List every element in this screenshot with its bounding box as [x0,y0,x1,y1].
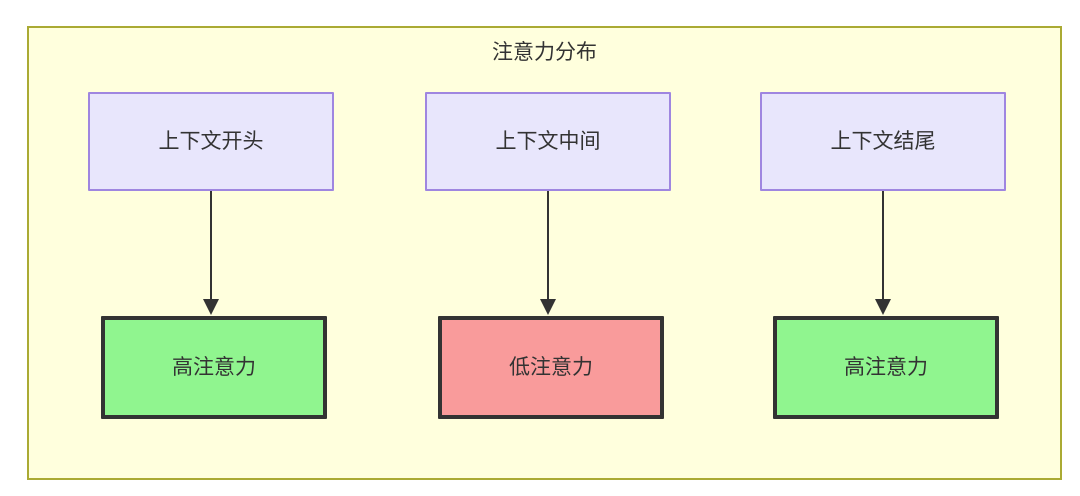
node-attention-high-start[interactable]: 高注意力 [101,316,327,419]
node-label: 高注意力 [844,355,928,379]
node-label: 高注意力 [172,355,256,379]
node-label: 上下文结尾 [830,129,936,153]
node-attention-low-middle[interactable]: 低注意力 [438,316,664,419]
node-context-end[interactable]: 上下文结尾 [760,92,1006,191]
node-context-start[interactable]: 上下文开头 [88,92,334,191]
node-attention-high-end[interactable]: 高注意力 [773,316,999,419]
node-label: 上下文中间 [495,129,601,153]
node-label: 上下文开头 [158,129,264,153]
diagram-title: 注意力分布 [492,41,597,64]
node-context-middle[interactable]: 上下文中间 [425,92,671,191]
node-label: 低注意力 [509,355,593,379]
